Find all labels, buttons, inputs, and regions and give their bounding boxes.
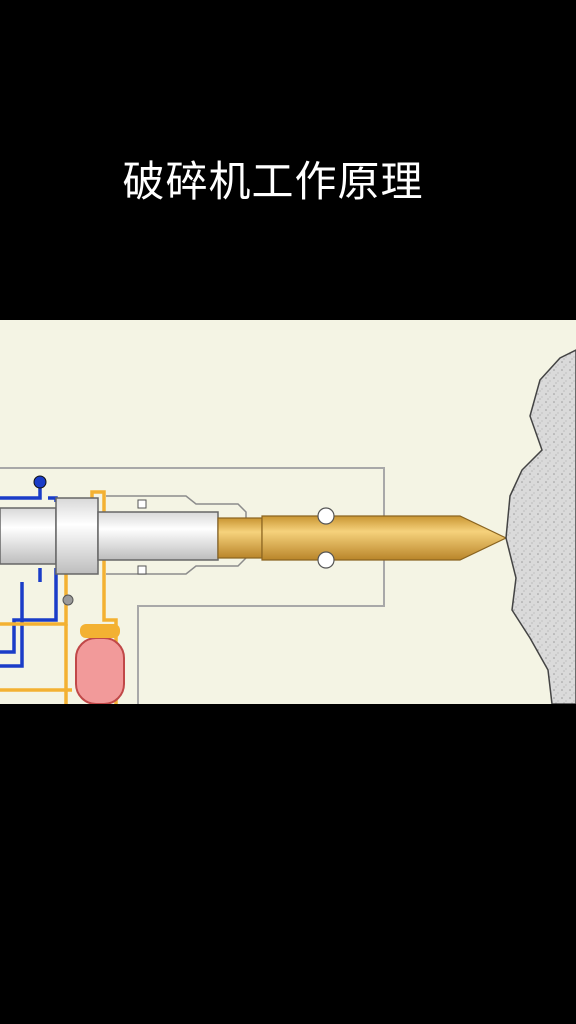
pressure-port [62, 594, 74, 606]
piston [0, 497, 219, 575]
title: 破碎机工作原理 [122, 157, 424, 206]
valve-knob [33, 475, 47, 489]
breaker-diagram [0, 320, 576, 704]
return-line [0, 486, 58, 668]
seals [137, 499, 147, 575]
chisel [217, 507, 508, 569]
housing-outline [0, 467, 385, 704]
rock [505, 349, 576, 704]
accumulator [75, 624, 125, 704]
